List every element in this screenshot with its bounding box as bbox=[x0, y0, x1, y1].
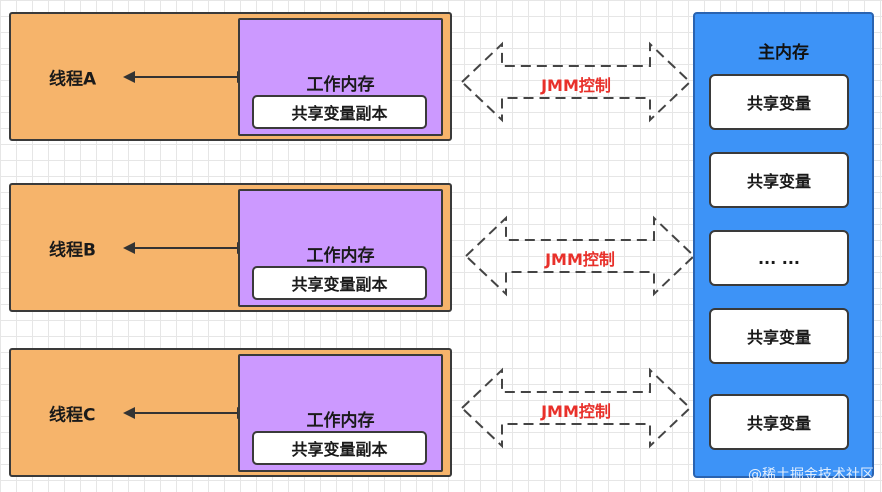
jmm-arrow-a bbox=[460, 41, 692, 123]
thread-b-box: 线程B 工作内存 共享变量副本 bbox=[9, 183, 452, 312]
thread-c-work-memory-title: 工作内存 bbox=[306, 411, 375, 431]
thread-a-variable-copy: 共享变量副本 bbox=[252, 95, 427, 129]
shared-variable-4: 共享变量 bbox=[709, 394, 849, 450]
thread-a-link-arrow bbox=[123, 70, 249, 83]
thread-a-work-memory-title: 工作内存 bbox=[306, 75, 375, 95]
main-memory-title: 主内存 bbox=[758, 43, 809, 63]
thread-c-link-arrow bbox=[123, 406, 249, 419]
shared-variable-ellipsis: ... ... bbox=[709, 230, 849, 286]
jmm-label-b: JMM控制 bbox=[545, 250, 615, 269]
shared-variable-2: 共享变量 bbox=[709, 152, 849, 208]
thread-a-box: 线程A 工作内存 共享变量副本 bbox=[9, 12, 452, 141]
shared-variable-3: 共享变量 bbox=[709, 308, 849, 364]
jmm-label-a: JMM控制 bbox=[541, 76, 611, 95]
thread-b-work-memory: 工作内存 共享变量副本 bbox=[238, 189, 443, 307]
thread-a-label: 线程A bbox=[49, 69, 97, 89]
jmm-label-c: JMM控制 bbox=[541, 402, 611, 421]
watermark: @稀土掘金技术社区 bbox=[748, 467, 874, 483]
jmm-arrow-c bbox=[460, 367, 692, 449]
thread-c-work-memory: 工作内存 共享变量副本 bbox=[238, 354, 443, 472]
main-memory-box: 主内存 共享变量 共享变量 ... ... 共享变量 共享变量 bbox=[693, 12, 874, 478]
thread-a-work-memory: 工作内存 共享变量副本 bbox=[238, 18, 443, 136]
thread-c-label: 线程C bbox=[49, 405, 96, 425]
thread-b-label: 线程B bbox=[49, 240, 96, 260]
thread-b-variable-copy: 共享变量副本 bbox=[252, 266, 427, 300]
thread-b-link-arrow bbox=[123, 241, 249, 254]
thread-c-variable-copy: 共享变量副本 bbox=[252, 431, 427, 465]
shared-variable-1: 共享变量 bbox=[709, 74, 849, 130]
jmm-arrow-b bbox=[464, 215, 696, 297]
thread-b-work-memory-title: 工作内存 bbox=[306, 246, 375, 266]
thread-c-box: 线程C 工作内存 共享变量副本 bbox=[9, 348, 452, 477]
